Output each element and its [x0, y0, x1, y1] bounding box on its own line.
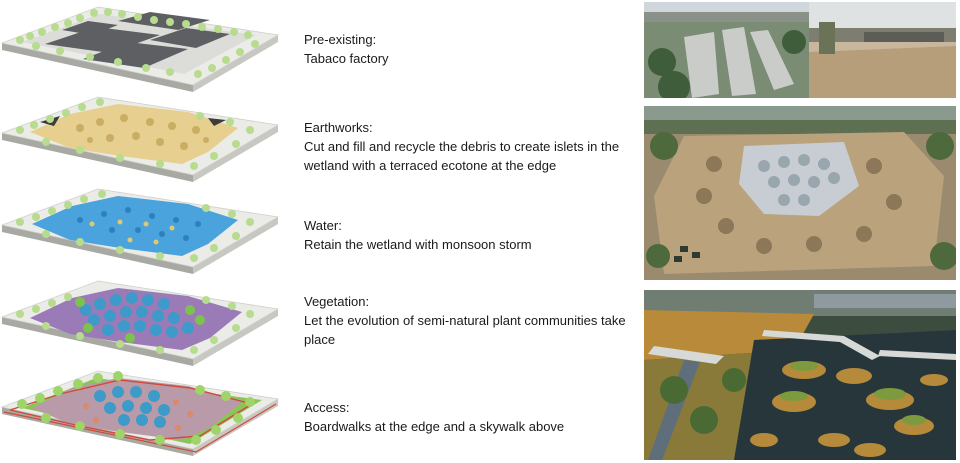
stage-description-pre-existing: Tabaco factory [304, 51, 389, 66]
aerial-factory-and-lot-photo [644, 2, 956, 98]
stage-description-water: Retain the wetland with monsoon storm [304, 237, 532, 252]
axonometric-water [0, 184, 285, 276]
stage-title-water: Water: [304, 218, 342, 233]
stage-description-vegetation-line2: place [304, 332, 336, 347]
stage-text-vegetation: Vegetation: Let the evolution of semi-na… [304, 292, 634, 349]
axonometric-access [0, 366, 285, 458]
stage-description-vegetation-line1: Let the evolution of semi-natural plant … [304, 313, 626, 328]
axonometric-pre-existing [0, 2, 285, 94]
aerial-wetland-skywalk-photo [644, 290, 956, 460]
stage-title-vegetation: Vegetation: [304, 294, 370, 309]
stage-title-earthworks: Earthworks: [304, 120, 373, 135]
stage-text-access: Access: Boardwalks at the edge and a sky… [304, 398, 634, 436]
stage-description-earthworks-line2: wetland with a terraced ecotone at the e… [304, 158, 557, 173]
axonometric-vegetation [0, 276, 285, 368]
stage-text-pre-existing: Pre-existing: Tabaco factory [304, 30, 634, 68]
stage-text-earthworks: Earthworks: Cut and fill and recycle the… [304, 118, 634, 175]
stage-title-pre-existing: Pre-existing: [304, 32, 377, 47]
axonometric-earthworks [0, 92, 285, 184]
stage-description-earthworks-line1: Cut and fill and recycle the debris to c… [304, 139, 620, 154]
stage-description-access: Boardwalks at the edge and a skywalk abo… [304, 419, 565, 434]
aerial-earthworks-photo [644, 106, 956, 280]
stage-title-access: Access: [304, 400, 350, 415]
stage-text-water: Water: Retain the wetland with monsoon s… [304, 216, 634, 254]
